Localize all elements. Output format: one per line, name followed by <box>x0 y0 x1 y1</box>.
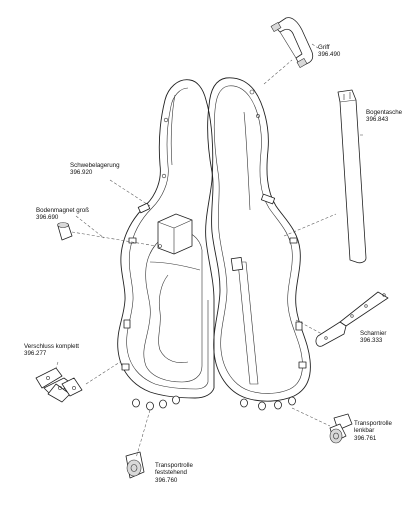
fixed-wheel-part <box>125 451 145 479</box>
hinge-part <box>315 291 389 347</box>
label-scharnier: Scharnier 396.333 <box>360 330 386 345</box>
label-bogentasche-number: 396.843 <box>366 116 389 124</box>
label-verschluss-number: 396.277 <box>24 350 47 358</box>
leader-lines <box>55 43 364 459</box>
label-bogentasche: Bogentasche 396.843 <box>366 109 402 124</box>
case-left-shell <box>117 79 215 411</box>
closure-part <box>35 367 83 403</box>
label-transportrolle-feststehend: Transportrolle feststehend 396.760 <box>155 462 207 484</box>
bow-pocket-part <box>337 89 367 264</box>
case-bottom-wheels-right <box>240 396 296 411</box>
label-transportrolle-lenkbar-name: Transportrolle lenkbar <box>354 420 392 435</box>
label-verschluss: Verschluss komplett 396.277 <box>24 343 79 358</box>
label-schwebelagerung-name: Schwebelagerung <box>70 162 120 169</box>
label-griff-number: 396.490 <box>318 51 341 59</box>
label-schwebelagerung-number: 396.920 <box>70 169 93 177</box>
label-scharnier-number: 396.333 <box>360 337 383 345</box>
label-griff: Griff 396.490 <box>318 44 340 59</box>
label-bogentasche-name: Bogentasche <box>366 109 403 116</box>
label-schwebelagerung: Schwebelagerung 396.920 <box>70 162 120 177</box>
bottom-magnet-part <box>57 222 73 241</box>
label-bodenmagnet-number: 396.690 <box>36 214 59 222</box>
label-transportrolle-lenkbar: Transportrolle lenkbar 396.761 <box>354 420 406 442</box>
label-transportrolle-feststehend-name: Transportrolle feststehend <box>155 462 193 477</box>
label-bodenmagnet: Bodenmagnet groß 396.690 <box>36 207 89 222</box>
label-transportrolle-feststehend-number: 396.760 <box>155 476 178 484</box>
handle-part <box>270 17 314 69</box>
steerable-wheel-part <box>329 413 353 444</box>
label-griff-name: Griff <box>318 44 330 51</box>
label-bodenmagnet-name: Bodenmagnet groß <box>36 207 89 214</box>
label-transportrolle-lenkbar-number: 396.761 <box>354 434 377 442</box>
case-bottom-wheels-left <box>132 395 180 411</box>
case-right-shell <box>207 77 311 411</box>
label-verschluss-name: Verschluss komplett <box>24 343 80 350</box>
label-scharnier-name: Scharnier <box>360 330 387 337</box>
